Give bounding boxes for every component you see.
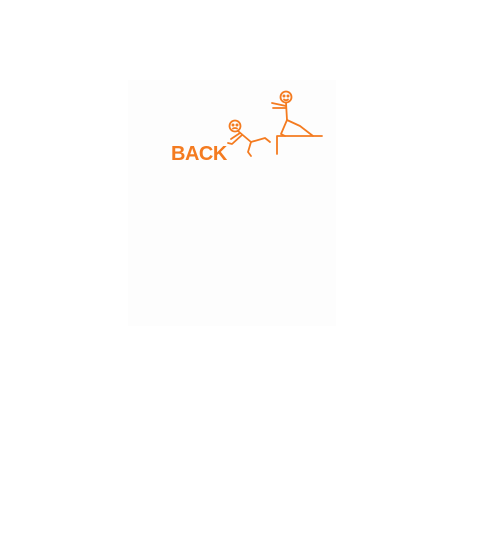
stick-figures-illustration: [227, 90, 323, 157]
ledge-icon: [276, 135, 323, 155]
falling-figure-icon: [227, 119, 271, 157]
pusher-figure-icon: [271, 90, 314, 137]
back-word: BACK: [171, 143, 227, 165]
